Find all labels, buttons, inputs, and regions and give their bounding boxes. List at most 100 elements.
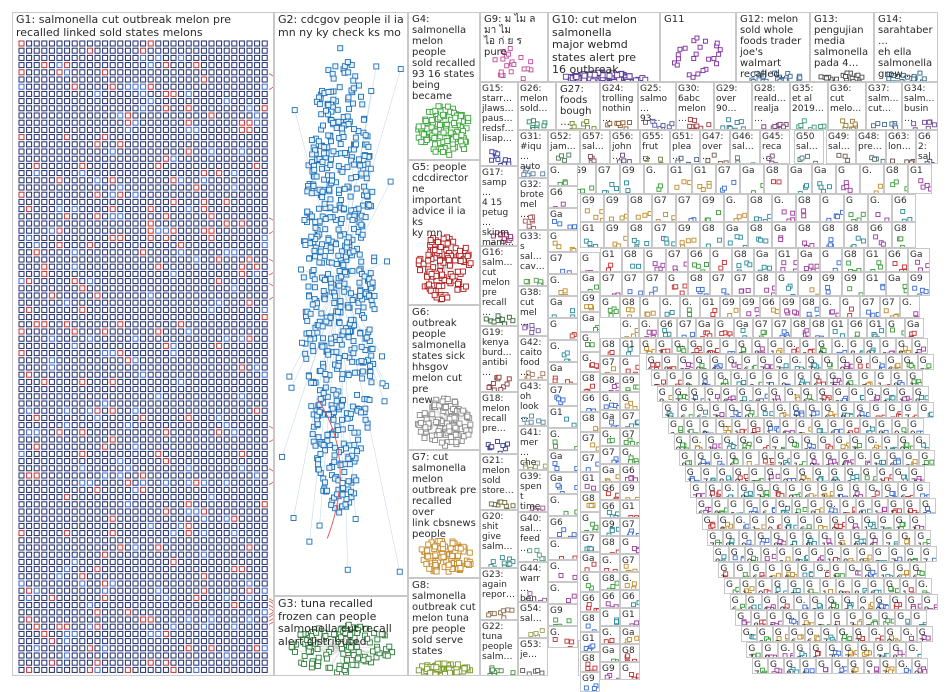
vertex — [319, 242, 324, 247]
vertex — [179, 509, 184, 514]
vertex — [194, 91, 199, 96]
vertex — [133, 617, 138, 622]
vertex — [163, 372, 168, 377]
vertex — [27, 495, 32, 500]
vertex — [356, 309, 361, 314]
vertex — [148, 99, 153, 104]
vertex — [232, 480, 237, 485]
vertex — [72, 531, 77, 536]
vertex — [49, 394, 54, 399]
vertex — [103, 365, 108, 370]
vertex — [262, 70, 267, 75]
vertex — [179, 178, 184, 183]
vertex — [217, 243, 222, 248]
vertex — [440, 272, 445, 277]
group-g11-nodes — [661, 13, 736, 82]
vertex — [372, 307, 377, 312]
vertex — [125, 99, 130, 104]
vertex — [186, 156, 191, 161]
vertex — [80, 603, 85, 608]
vertex — [42, 113, 47, 118]
vertex — [34, 235, 39, 240]
vertex — [232, 552, 237, 557]
vertex — [57, 192, 62, 197]
vertex — [57, 631, 62, 636]
vertex — [179, 163, 184, 168]
vertex — [232, 307, 237, 312]
vertex — [437, 258, 442, 263]
vertex — [239, 293, 244, 298]
vertex — [42, 41, 47, 46]
vertex — [103, 228, 108, 233]
vertex — [27, 207, 32, 212]
vertex — [239, 214, 244, 219]
vertex — [95, 603, 100, 608]
vertex — [34, 178, 39, 183]
vertex — [65, 300, 70, 305]
vertex — [201, 207, 206, 212]
vertex — [247, 574, 252, 579]
vertex — [19, 595, 24, 600]
vertex — [262, 480, 267, 485]
vertex — [87, 459, 92, 464]
vertex — [87, 84, 92, 89]
vertex — [433, 129, 438, 134]
vertex — [19, 639, 24, 644]
vertex — [57, 77, 62, 82]
vertex — [171, 552, 176, 557]
vertex — [65, 531, 70, 536]
vertex — [27, 379, 32, 384]
vertex — [186, 567, 191, 572]
vertex — [27, 315, 32, 320]
vertex — [133, 99, 138, 104]
vertex — [330, 178, 335, 183]
vertex — [42, 257, 47, 262]
vertex — [72, 372, 77, 377]
vertex — [125, 127, 130, 132]
vertex — [163, 545, 168, 550]
vertex — [141, 531, 146, 536]
vertex — [95, 408, 100, 413]
vertex — [49, 293, 54, 298]
vertex — [148, 379, 153, 384]
vertex — [364, 176, 369, 181]
vertex — [171, 221, 176, 226]
vertex — [201, 639, 206, 644]
vertex — [148, 243, 153, 248]
vertex — [156, 588, 161, 593]
vertex — [87, 77, 92, 82]
vertex — [27, 531, 32, 536]
vertex — [217, 120, 222, 125]
vertex — [427, 566, 432, 571]
vertex — [717, 52, 721, 56]
vertex — [341, 486, 346, 491]
vertex — [163, 581, 168, 586]
vertex — [141, 307, 146, 312]
vertex — [72, 322, 77, 327]
vertex — [201, 243, 206, 248]
vertex — [369, 353, 374, 358]
vertex — [49, 221, 54, 226]
vertex — [65, 70, 70, 75]
vertex — [19, 142, 24, 147]
vertex — [156, 523, 161, 528]
vertex — [27, 77, 32, 82]
vertex — [350, 217, 355, 222]
vertex — [57, 653, 62, 658]
vertex — [232, 243, 237, 248]
vertex — [156, 574, 161, 579]
vertex — [380, 354, 385, 359]
vertex — [163, 610, 168, 615]
vertex — [262, 387, 267, 392]
vertex — [186, 307, 191, 312]
vertex — [110, 646, 115, 651]
vertex — [87, 538, 92, 543]
vertex — [887, 77, 891, 81]
vertex — [341, 397, 346, 402]
vertex — [156, 653, 161, 658]
vertex — [255, 163, 260, 168]
vertex — [334, 242, 339, 247]
vertex — [95, 199, 100, 204]
vertex — [186, 63, 191, 68]
vertex — [148, 660, 153, 665]
